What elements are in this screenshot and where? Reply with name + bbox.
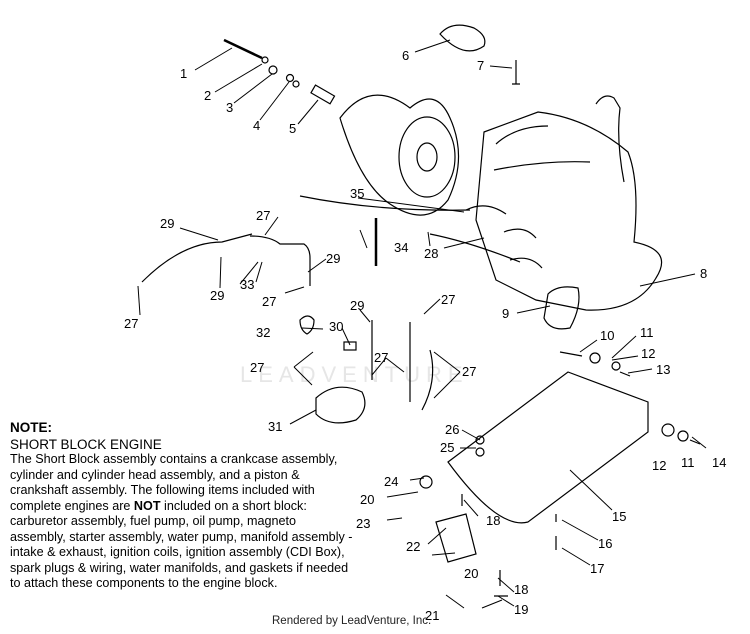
callout-18-upper: 18 (486, 513, 500, 528)
note-body-part-2: included on a short block: carburetor as… (10, 498, 353, 591)
callout-26: 26 (445, 422, 459, 437)
callout-14: 14 (712, 455, 726, 470)
note-title: NOTE: (10, 420, 52, 435)
callout-27-mid: 27 (262, 294, 276, 309)
callout-11-upper: 11 (640, 325, 654, 340)
callout-20-upper: 20 (360, 492, 374, 507)
callout-13: 13 (656, 362, 670, 377)
callout-4: 4 (253, 118, 260, 133)
callout-35: 35 (350, 186, 364, 201)
callout-7: 7 (477, 58, 484, 73)
note-body-part-1: The Short Block assembly contains a cran… (10, 452, 338, 513)
note-body-not: NOT (133, 498, 161, 513)
callout-30: 30 (329, 319, 343, 334)
callout-27-right-top: 27 (441, 292, 455, 307)
callout-3: 3 (226, 100, 233, 115)
callout-19: 19 (514, 602, 528, 617)
callout-22: 22 (406, 539, 420, 554)
callout-8: 8 (700, 266, 707, 281)
callout-24: 24 (384, 474, 398, 489)
callout-31: 31 (268, 419, 282, 434)
callout-18-lower: 18 (514, 582, 528, 597)
part-outlines (141, 24, 701, 597)
callout-17: 17 (590, 561, 604, 576)
callout-16: 16 (598, 536, 612, 551)
callout-10: 10 (600, 328, 614, 343)
callout-2: 2 (204, 88, 211, 103)
callout-27-top: 27 (256, 208, 270, 223)
callout-12-lower: 12 (652, 458, 666, 473)
callout-29-lower: 29 (210, 288, 224, 303)
note-body: The Short Block assembly contains a cran… (10, 452, 355, 592)
callout-27-center: 27 (374, 350, 388, 365)
watermark: LEADVENTURE (240, 362, 469, 387)
callout-9: 9 (502, 306, 509, 321)
callout-33: 33 (240, 277, 254, 292)
callout-29-left: 29 (160, 216, 174, 231)
callout-12-upper: 12 (641, 346, 655, 361)
callout-6: 6 (402, 48, 409, 63)
callout-15: 15 (612, 509, 626, 524)
callout-numbers: 1 2 3 4 5 6 7 8 9 10 11 11 12 12 13 14 1… (124, 48, 726, 623)
short-block-note: NOTE: SHORT BLOCK ENGINE The Short Block… (10, 420, 355, 592)
callout-1: 1 (180, 66, 187, 81)
callout-29-center: 29 (350, 298, 364, 313)
callout-23: 23 (356, 516, 370, 531)
callout-27-pump: 27 (250, 360, 264, 375)
callout-20-lower: 20 (464, 566, 478, 581)
callout-25: 25 (440, 440, 454, 455)
callout-27-right: 27 (462, 364, 476, 379)
callout-21: 21 (425, 608, 439, 623)
render-credit: Rendered by LeadVenture, Inc. (272, 615, 432, 627)
callout-32: 32 (256, 325, 270, 340)
callout-5: 5 (289, 121, 296, 136)
callout-27-left: 27 (124, 316, 138, 331)
note-subtitle: SHORT BLOCK ENGINE (10, 436, 162, 452)
callout-28: 28 (424, 246, 438, 261)
callout-29-right: 29 (326, 251, 340, 266)
callout-34: 34 (394, 240, 408, 255)
callout-11-lower: 11 (681, 455, 695, 470)
leader-lines (137, 39, 707, 609)
